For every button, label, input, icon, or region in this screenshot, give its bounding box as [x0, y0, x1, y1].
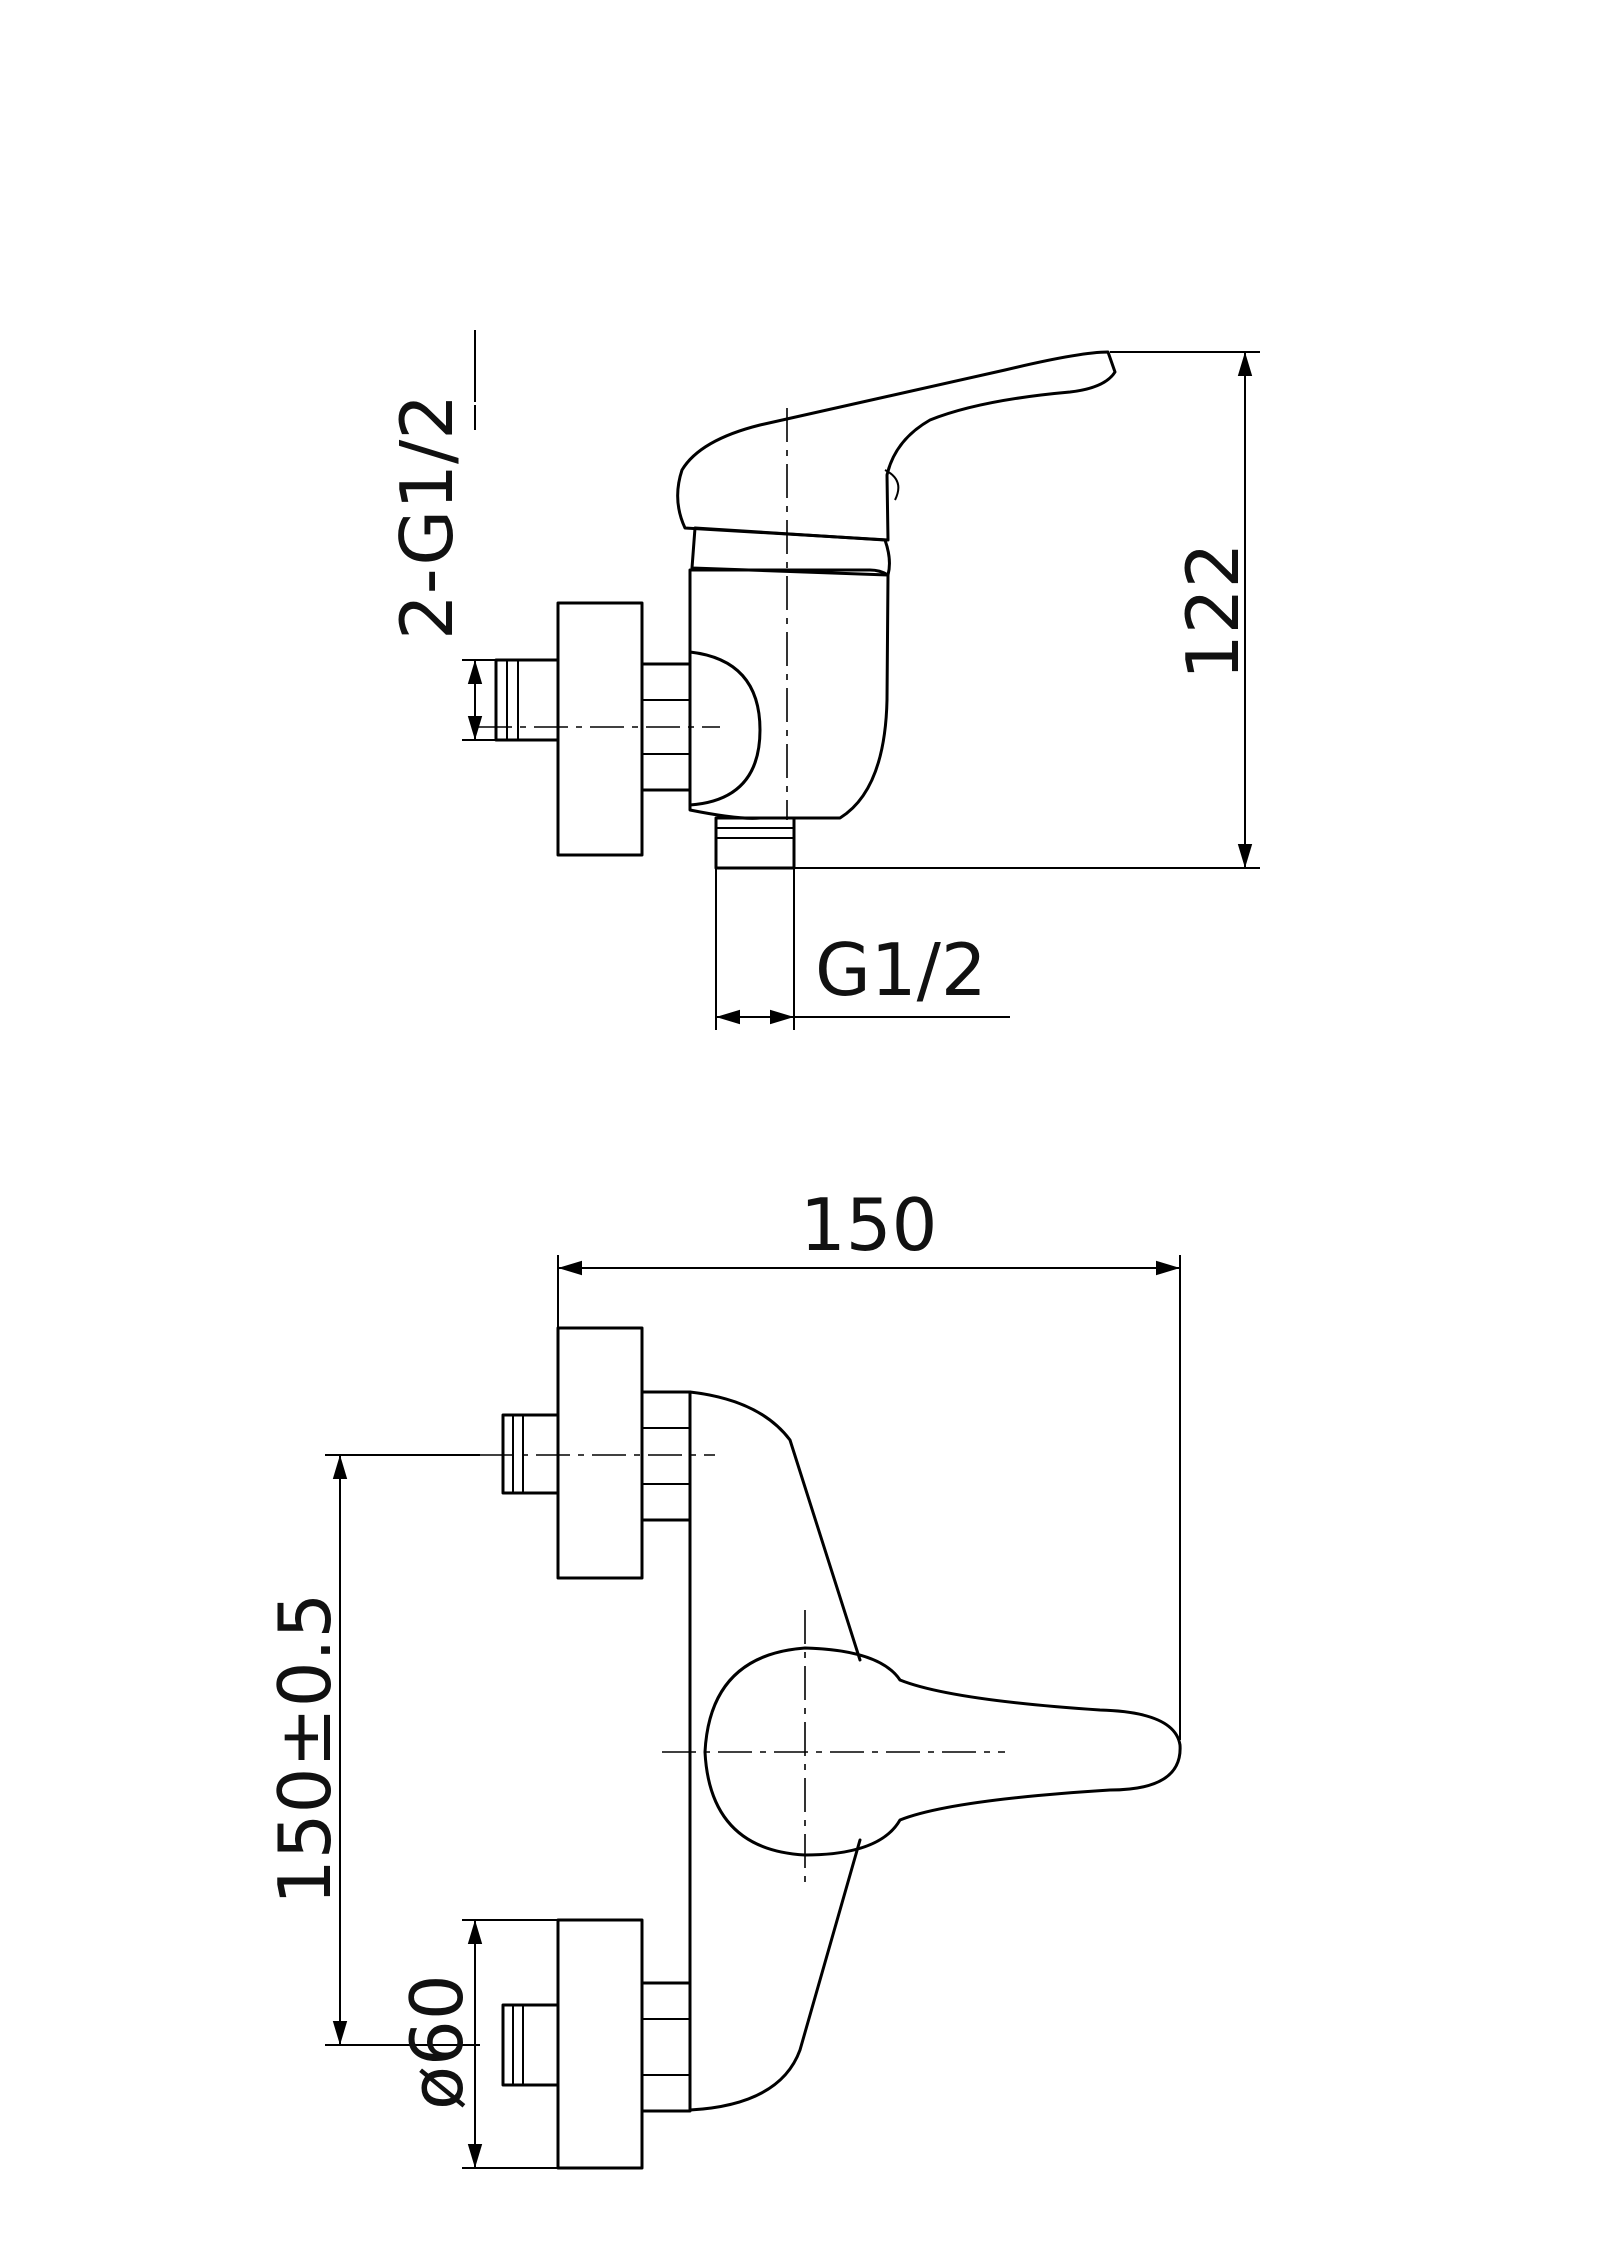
- side-outlet-thread-label: G1/2: [815, 928, 987, 1012]
- side-inlet-pipe: [494, 658, 560, 742]
- front-bottom-inlet-pipe: [501, 2003, 560, 2087]
- front-bottom-flange: [556, 1918, 644, 2170]
- side-wall-flange: [556, 601, 644, 857]
- side-height-label: 122: [1171, 543, 1255, 680]
- front-inlet-spacing-label: 150±0.5: [263, 1593, 347, 1905]
- side-view: [462, 330, 1260, 1030]
- front-mixer-body: [688, 1390, 862, 2112]
- front-top-hex-nut: [640, 1390, 692, 1522]
- front-flange-diameter-label: ø60: [395, 1974, 479, 2110]
- side-mixer-body: [688, 568, 890, 820]
- front-width-label: 150: [800, 1183, 937, 1267]
- front-top-flange: [556, 1326, 644, 1580]
- side-lever-handle: [676, 350, 1117, 542]
- side-outlet-pipe: [714, 816, 796, 870]
- front-bottom-hex-nut: [640, 1981, 692, 2113]
- front-view: [325, 1255, 1182, 2170]
- front-top-inlet-pipe: [501, 1413, 560, 1495]
- front-lever-handle: [703, 1646, 1182, 1857]
- side-inlet-thread-label: 2-G1/2: [385, 394, 469, 640]
